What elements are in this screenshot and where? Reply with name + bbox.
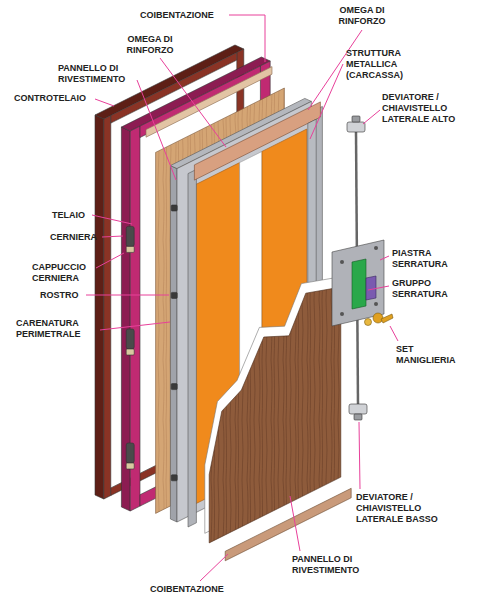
leader-line bbox=[200, 554, 228, 581]
leader-line bbox=[390, 326, 398, 341]
lock-cylinder bbox=[366, 276, 376, 300]
leader-line bbox=[359, 422, 360, 489]
part-label: PANNELLO DI RIVESTIMENTO bbox=[58, 63, 142, 85]
plate-hole bbox=[340, 260, 344, 264]
leader-line bbox=[86, 295, 169, 296]
part-label: GRUPPO SERRATURA bbox=[392, 278, 472, 300]
bolt bbox=[171, 292, 177, 298]
reinforcement-omega bbox=[194, 102, 320, 180]
leader-line bbox=[368, 286, 389, 290]
part-label: COIBENTAZIONE bbox=[150, 584, 250, 595]
hinge bbox=[126, 329, 134, 349]
leader-line bbox=[137, 80, 176, 180]
leader-line bbox=[96, 253, 124, 268]
part-label: TELAIO bbox=[52, 210, 102, 221]
part-label: ROSTRO bbox=[40, 290, 90, 301]
hinge bbox=[126, 443, 134, 463]
part-label: STRUTTURA METALLICA (CARCASSA) bbox=[346, 48, 426, 81]
leader-line bbox=[363, 110, 380, 124]
hinge bbox=[126, 226, 134, 246]
part-label: PIASTRA SERRATURA bbox=[392, 248, 472, 270]
leader-line bbox=[160, 58, 226, 147]
bolt bbox=[171, 475, 177, 481]
handle-rose bbox=[373, 313, 383, 323]
part-label: CONTROTELAIO bbox=[14, 93, 96, 104]
part-label: COIBENTAZIONE bbox=[140, 10, 240, 21]
hinge-cap bbox=[126, 246, 134, 252]
part-label: SET MANIGLIERIA bbox=[396, 344, 472, 366]
bolt bbox=[171, 205, 177, 211]
plate-hole bbox=[374, 246, 378, 250]
part-label: OMEGA DI RINFORZO bbox=[120, 34, 180, 56]
plate-hole bbox=[340, 312, 344, 316]
part-label: OMEGA DI RINFORZO bbox=[330, 5, 394, 27]
handle bbox=[381, 314, 393, 323]
leader-line bbox=[229, 15, 265, 62]
hinge-cap bbox=[126, 349, 134, 355]
leader-line bbox=[92, 215, 132, 224]
key-escutcheon bbox=[365, 319, 372, 326]
part-label: DEVIATORE / CHIAVISTELLO LATERALE BASSO bbox=[356, 492, 456, 525]
leader-line bbox=[95, 99, 114, 106]
leader-line bbox=[310, 64, 343, 139]
deviator-top bbox=[352, 116, 360, 122]
deviator-bottom bbox=[354, 414, 362, 420]
leader-line bbox=[380, 256, 389, 260]
plate-hole bbox=[374, 302, 378, 306]
part-label: CERNIERA bbox=[50, 232, 110, 243]
leader-line bbox=[102, 236, 123, 237]
lock-plate bbox=[332, 240, 384, 326]
deviator-bottom bbox=[349, 404, 367, 414]
lock-body bbox=[352, 259, 366, 309]
leader-line bbox=[100, 322, 170, 330]
part-label: DEVIATORE / CHIAVISTELLO LATERALE ALTO bbox=[382, 92, 474, 125]
leader-line bbox=[290, 496, 300, 551]
hinge-cap bbox=[126, 463, 134, 469]
subframe bbox=[95, 115, 104, 499]
part-label: PANNELLO DI RIVESTIMENTO bbox=[292, 554, 376, 576]
subframe bbox=[104, 116, 111, 500]
insulation-strip bbox=[225, 488, 351, 561]
perimeter-fairing bbox=[170, 166, 177, 522]
bolt bbox=[171, 384, 177, 390]
part-label: CARENATURA PERIMETRALE bbox=[16, 318, 100, 340]
deviator-top bbox=[347, 122, 365, 132]
structure-bar bbox=[188, 169, 196, 527]
part-label: CAPPUCCIO CERNIERA bbox=[32, 262, 94, 284]
